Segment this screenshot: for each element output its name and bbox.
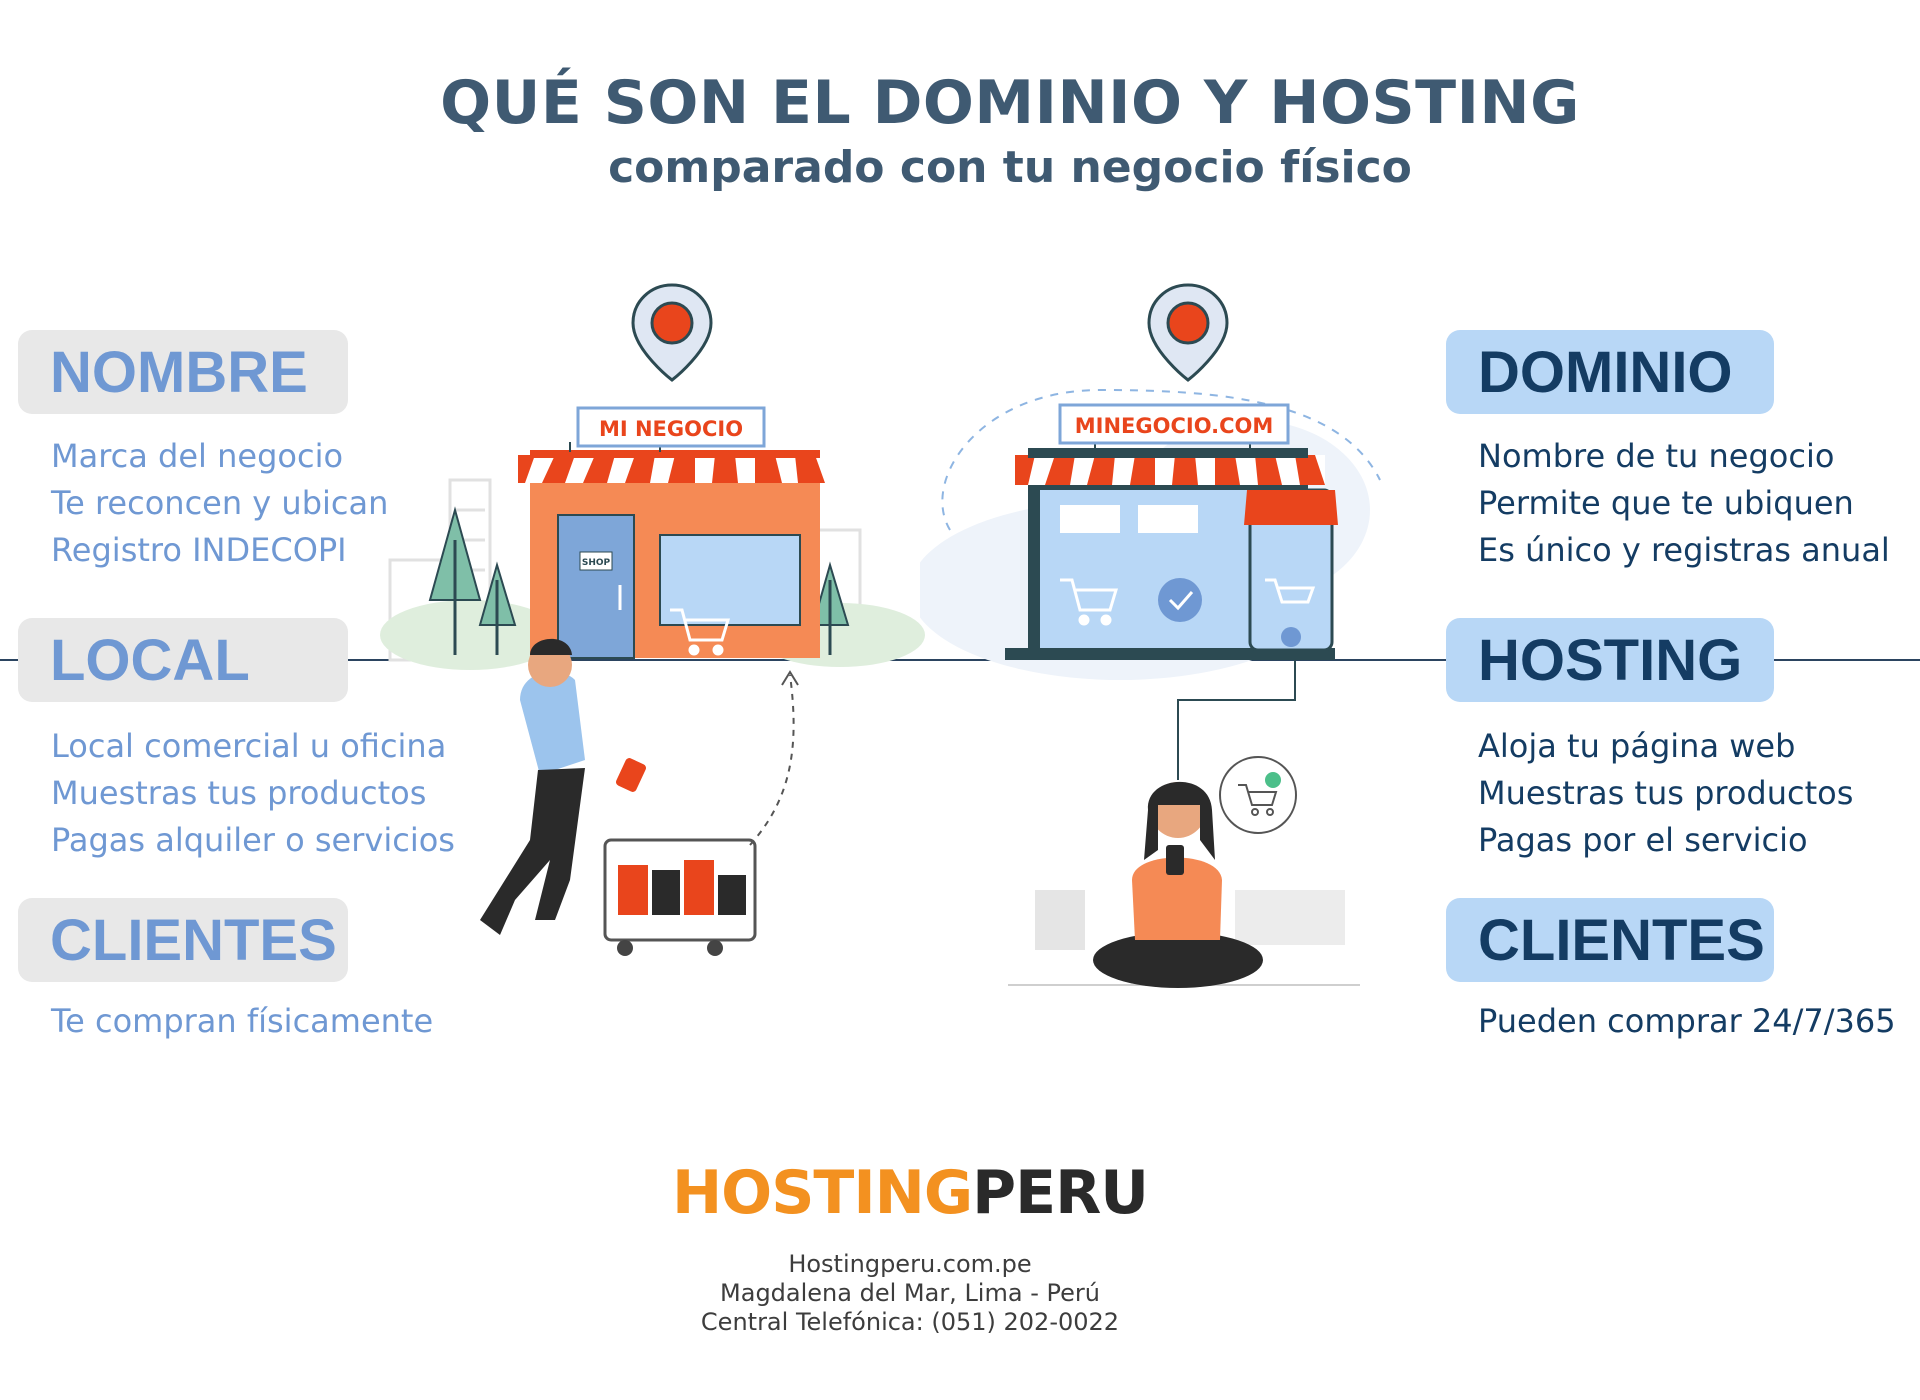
shopping-cart-icon	[670, 608, 731, 656]
dashed-arrow	[749, 674, 795, 846]
footer-website: Hostingperu.com.pe	[788, 1250, 1032, 1278]
physical-store-illustration: MI NEGOCIO SHOP	[380, 283, 925, 956]
tree-icon	[478, 561, 517, 655]
list-clientes-right: Pueden comprar 24/7/365	[1478, 998, 1896, 1045]
list-item: Permite que te ubiquen	[1478, 484, 1854, 522]
pill-hosting: HOSTING	[1446, 618, 1774, 702]
list-item: Marca del negocio	[51, 437, 344, 475]
brand-part-peru: PERU	[972, 1158, 1149, 1228]
list-clientes-left: Te compran físicamente	[51, 998, 433, 1045]
list-item: Aloja tu página web	[1478, 727, 1796, 765]
online-store-illustration: MINEGOCIO.COM	[920, 283, 1381, 988]
list-item: Muestras tus productos	[1478, 774, 1854, 812]
awning	[1015, 448, 1325, 485]
footer-phone: Central Telefónica: (051) 202-0022	[700, 1308, 1120, 1336]
list-item: Muestras tus productos	[51, 774, 427, 812]
woman-with-phone	[1008, 781, 1360, 988]
awning	[518, 450, 832, 483]
store-window	[659, 534, 801, 626]
online-sign-text: MINEGOCIO.COM	[1075, 414, 1273, 438]
tree-icon	[811, 561, 850, 655]
door-sign-text: SHOP	[582, 558, 611, 568]
pill-nombre: NOMBRE	[18, 330, 348, 414]
pill-local: LOCAL	[18, 618, 348, 702]
list-item: Es único y registras anual	[1478, 531, 1890, 569]
brand-part-hosting: HOSTING	[671, 1158, 973, 1228]
footer-address: Magdalena del Mar, Lima - Perú	[720, 1279, 1100, 1307]
check-icon	[1265, 772, 1281, 788]
shopping-cart-icon	[1265, 578, 1316, 604]
check-icon	[1281, 627, 1301, 647]
divider-line	[0, 659, 1920, 661]
man-with-cart	[480, 638, 757, 956]
list-item: Registro INDECOPI	[51, 531, 347, 569]
store-door	[557, 514, 635, 659]
pill-clientes-right: CLIENTES	[1446, 898, 1774, 982]
store-sign	[576, 406, 766, 448]
map-pin-icon	[631, 283, 713, 382]
online-sign	[1058, 403, 1290, 445]
list-item: Local comercial u oficina	[51, 727, 447, 765]
list-item: Pagas alquiler o servicios	[51, 821, 455, 859]
connector-line	[1177, 650, 1296, 780]
pill-clientes-left: CLIENTES	[18, 898, 348, 982]
list-item: Pagas por el servicio	[1478, 821, 1808, 859]
check-icon	[1158, 578, 1202, 622]
store-sign-text: MI NEGOCIO	[599, 417, 743, 441]
speech-bubble	[1219, 756, 1297, 834]
list-item: Te compran físicamente	[51, 1002, 434, 1040]
shopping-cart-icon	[1060, 578, 1119, 626]
list-local: Local comercial u oficina Muestras tus p…	[51, 723, 455, 864]
list-item: Nombre de tu negocio	[1478, 437, 1835, 475]
page-title: QUÉ SON EL DOMINIO Y HOSTING	[440, 68, 1580, 138]
list-nombre: Marca del negocio Te reconcen y ubican R…	[51, 433, 388, 574]
list-dominio: Nombre de tu negocio Permite que te ubiq…	[1478, 433, 1890, 574]
pill-dominio: DOMINIO	[1446, 330, 1774, 414]
list-hosting: Aloja tu página web Muestras tus product…	[1478, 723, 1853, 864]
page-subtitle: comparado con tu negocio físico	[608, 142, 1412, 193]
map-pin-icon	[1147, 283, 1229, 382]
brand-logo: HOSTINGPERU	[0, 1158, 1820, 1228]
shopping-cart-icon	[1238, 784, 1278, 816]
tree-icon	[428, 506, 482, 655]
list-item: Te reconcen y ubican	[51, 484, 389, 522]
bush	[380, 600, 560, 670]
list-item: Pueden comprar 24/7/365	[1478, 1002, 1896, 1040]
